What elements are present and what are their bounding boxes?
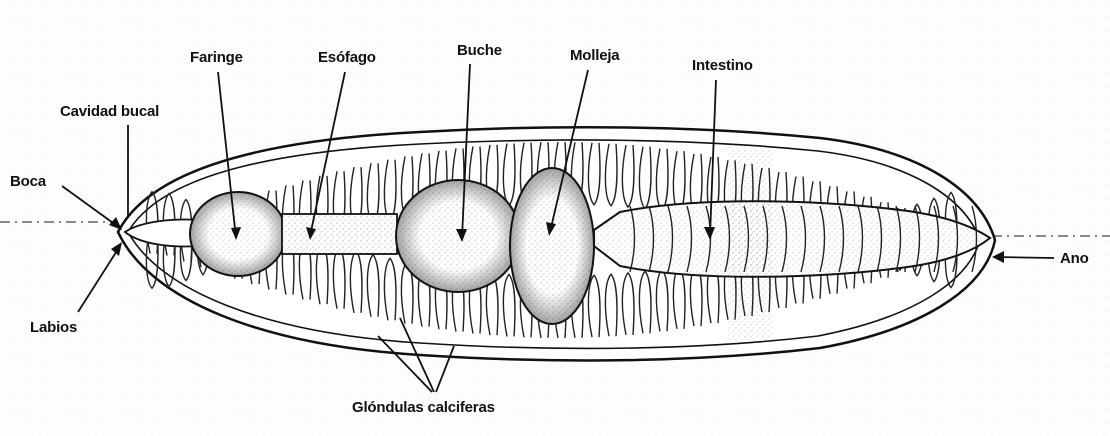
label-esofago: Esófago [318,49,376,66]
label-buche: Buche [457,42,502,59]
clitellum [728,150,774,340]
label-intestino: Intestino [692,57,753,74]
label-cavidad-bucal: Cavidad bucal [60,103,159,120]
label-labios: Labios [30,319,77,336]
label-molleja: Molleja [570,47,620,64]
label-faringe: Faringe [190,49,243,66]
label-glandulas-calciferas: Glóndulas calciferas [352,399,495,416]
label-ano: Ano [1060,250,1089,267]
label-boca: Boca [10,173,47,190]
